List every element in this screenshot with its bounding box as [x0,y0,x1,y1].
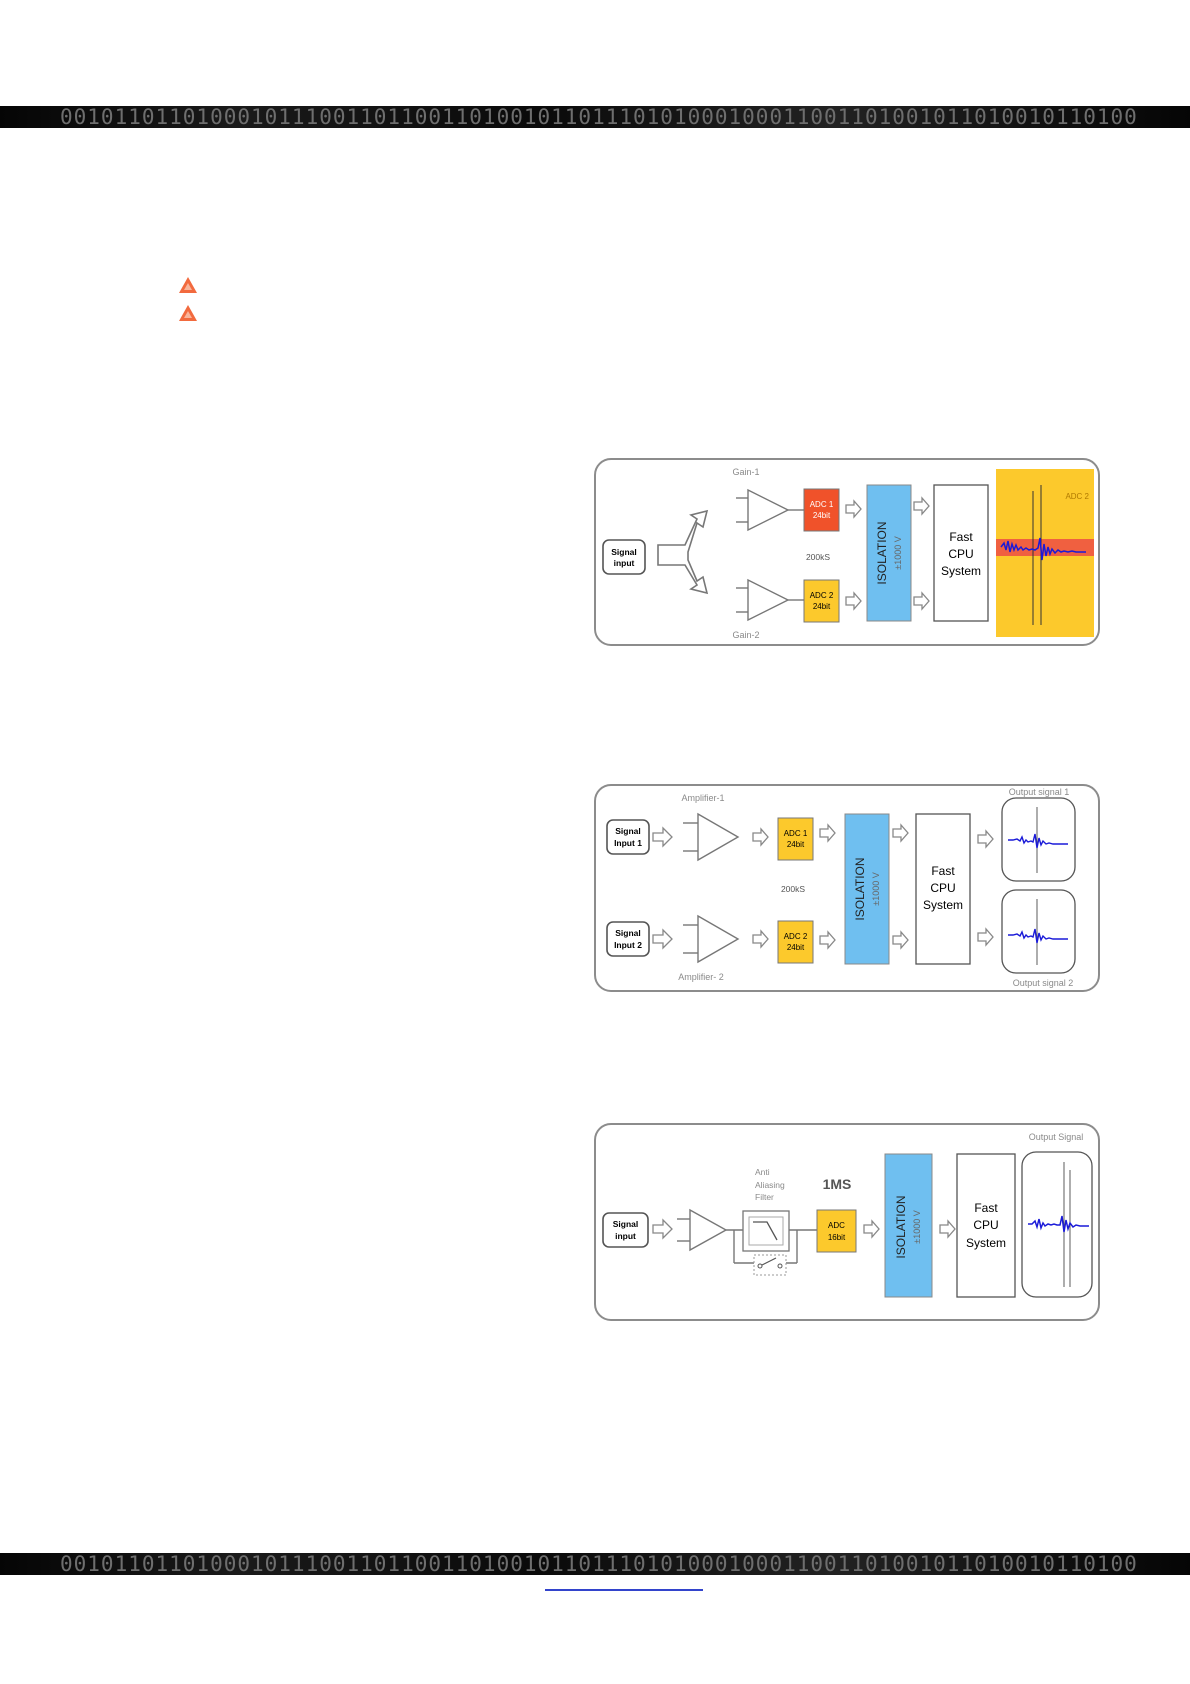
adc-2-box [803,579,840,623]
isolation-label: ISOLATION [875,521,889,584]
gain-1-label: Gain-1 [732,467,759,477]
amplifier-2 [683,914,740,964]
signal-input-label-1: Signal [613,1219,639,1229]
adc-2-box [777,920,814,964]
signal-input-1-box [606,819,650,855]
amplifier-1 [736,488,804,532]
isolation-label: ISOLATION [853,857,867,920]
cpu-label-1: Fast [949,530,973,544]
waveform [1008,928,1068,944]
sample-rate-label: 200kS [781,884,805,894]
amplifier-1-label: Amplifier-1 [681,793,724,803]
signal-input-label-2: input [615,1231,636,1241]
amplifier-1 [683,812,740,862]
cpu-label-2: CPU [930,881,955,895]
signal-input-label-2: input [614,558,635,568]
arrow-icon [652,823,994,950]
cpu-box [956,1153,1016,1298]
filter-label-3: Filter [755,1192,774,1202]
output-signal-1-label: Output signal 1 [1009,787,1070,797]
adc-2-label: ADC 2 [784,932,808,941]
header-binary-band: 0010110110100010111001101100110100101101… [0,106,1190,128]
voltage-label: ±1000 V [912,1210,922,1243]
cpu-box [933,484,989,622]
dual-gain-diagram: Gain-1 Gain-2 Signal input ADC 1 24bit A… [594,458,1100,646]
isolation-box [866,484,912,622]
amplifier-2 [736,578,804,622]
sample-rate-label: 200kS [806,552,830,562]
adc-bits: 16bit [828,1233,846,1242]
sample-rate-label: 1MS [823,1176,852,1192]
cpu-label-1: Fast [974,1201,998,1215]
isolation-box [884,1153,933,1298]
output-signal-2-panel [1001,889,1076,974]
waveform [1008,833,1068,849]
voltage-label: ±1000 V [893,536,903,569]
adc-1-box [777,817,814,861]
signal-input-2-box [606,921,650,957]
gain-2-label: Gain-2 [732,630,759,640]
cpu-label-2: CPU [948,547,973,561]
adc-box [816,1209,857,1253]
high-speed-channel-diagram: Output Signal Signal input Anti Aliasing… [594,1123,1100,1321]
voltage-label: ±1000 V [871,872,881,905]
split-arrow [657,509,709,595]
cpu-label-3: System [941,564,981,578]
binary-digits: 0010110110100010111001101100110100101101… [60,106,1140,128]
adc-2-bits: 24bit [813,602,831,611]
footer-binary-band: 0010110110100010111001101100110100101101… [0,1553,1190,1575]
footer-link-underline[interactable] [545,1589,703,1591]
signal-input-2-label-1: Signal [615,928,641,938]
adc-2-label: ADC 2 [810,591,834,600]
adc-1-box [803,488,840,532]
signal-input-1-label-1: Signal [615,826,641,836]
red-triangle-logo-icon [179,305,197,321]
waveform [1000,537,1086,561]
isolation-label: ISOLATION [894,1195,908,1258]
panel-label: ADC 2 [1065,492,1089,501]
adc-1-bits: 24bit [787,840,805,849]
filter-label-1: Anti [755,1167,770,1177]
adc-1-bits: 24bit [813,511,831,520]
arrow-icon [652,1218,956,1240]
waveform [1028,1215,1089,1233]
cpu-box [915,813,971,965]
signal-input-label-1: Signal [611,547,637,557]
cpu-label-3: System [923,898,963,912]
isolation-box [844,813,890,965]
adc-1-label: ADC 1 [784,829,808,838]
cpu-label-3: System [966,1236,1006,1250]
arrow-icon [845,496,930,611]
anti-aliasing-filter [733,1210,817,1276]
dual-channel-diagram: Amplifier-1 Amplifier- 2 Output signal 1… [594,784,1100,992]
amplifier-2-label: Amplifier- 2 [678,972,724,982]
binary-digits: 0010110110100010111001101100110100101101… [60,1553,1140,1575]
signal-input-2-label-2: Input 2 [614,940,642,950]
adc-label: ADC [828,1221,845,1230]
output-signal-2-label: Output signal 2 [1013,978,1074,988]
signal-input-box [602,1212,649,1248]
signal-input-box [602,539,646,575]
output-signal-label: Output Signal [1029,1132,1084,1142]
filter-label-2: Aliasing [755,1180,785,1190]
cpu-label-1: Fast [931,864,955,878]
adc-1-label: ADC 1 [810,500,834,509]
cpu-label-2: CPU [973,1218,998,1232]
adc-2-bits: 24bit [787,943,805,952]
signal-input-1-label-2: Input 1 [614,838,642,848]
red-triangle-logo-icon [179,277,197,293]
